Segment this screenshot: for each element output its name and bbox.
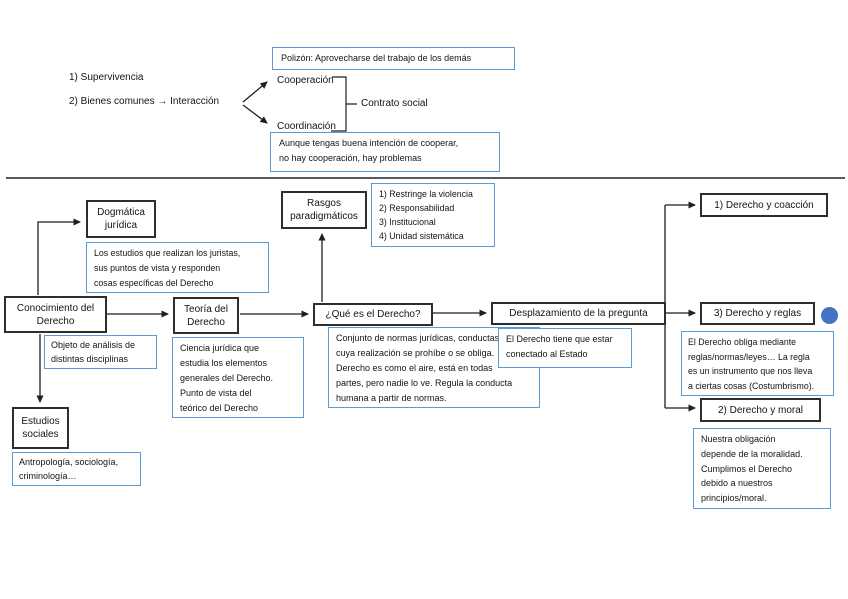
node-conocimiento-del-derecho: Conocimiento del Derecho	[4, 296, 107, 333]
node-que-es-el-derecho: ¿Qué es el Derecho?	[313, 303, 433, 326]
label-cooperacion: Cooperación	[277, 75, 334, 86]
arrow-interaccion-coordinacion	[242, 104, 268, 124]
label-bienes-comunes: 2) Bienes comunes → Interacción	[69, 96, 220, 107]
node-derecho-y-moral: 2) Derecho y moral	[700, 398, 821, 422]
blue-dot-marker	[821, 307, 838, 324]
label-contrato-social: Contrato social	[361, 98, 428, 109]
label-supervivencia: 1) Supervivencia	[69, 72, 144, 83]
arrow-interaccion-cooperacion	[242, 81, 268, 103]
node-derecho-y-coaccion: 1) Derecho y coacción	[700, 193, 828, 217]
node-teoria-del-derecho: Teoría del Derecho	[173, 297, 239, 334]
note-antropologia: Antropología, sociología,criminología…	[12, 452, 141, 486]
bracket-contrato-social	[331, 76, 357, 132]
note-dogmatica: Los estudios que realizan los juristas,s…	[86, 242, 269, 293]
node-derecho-y-reglas: 3) Derecho y reglas	[700, 302, 815, 325]
node-dogmatica-juridica: Dogmática jurídica	[86, 200, 156, 238]
note-polizon: Polizón: Aprovecharse del trabajo de los…	[272, 47, 515, 70]
node-estudios-sociales: Estudios sociales	[12, 407, 69, 449]
node-rasgos-paradigmaticos: Rasgos paradigmáticos	[281, 191, 367, 229]
label-coordinacion: Coordinación	[277, 121, 336, 132]
node-desplazamiento-pregunta: Desplazamiento de la pregunta	[491, 302, 666, 325]
arrow-conocimiento-dogmatica	[37, 218, 81, 295]
note-aunque: Aunque tengas buena intención de coopera…	[270, 132, 500, 172]
